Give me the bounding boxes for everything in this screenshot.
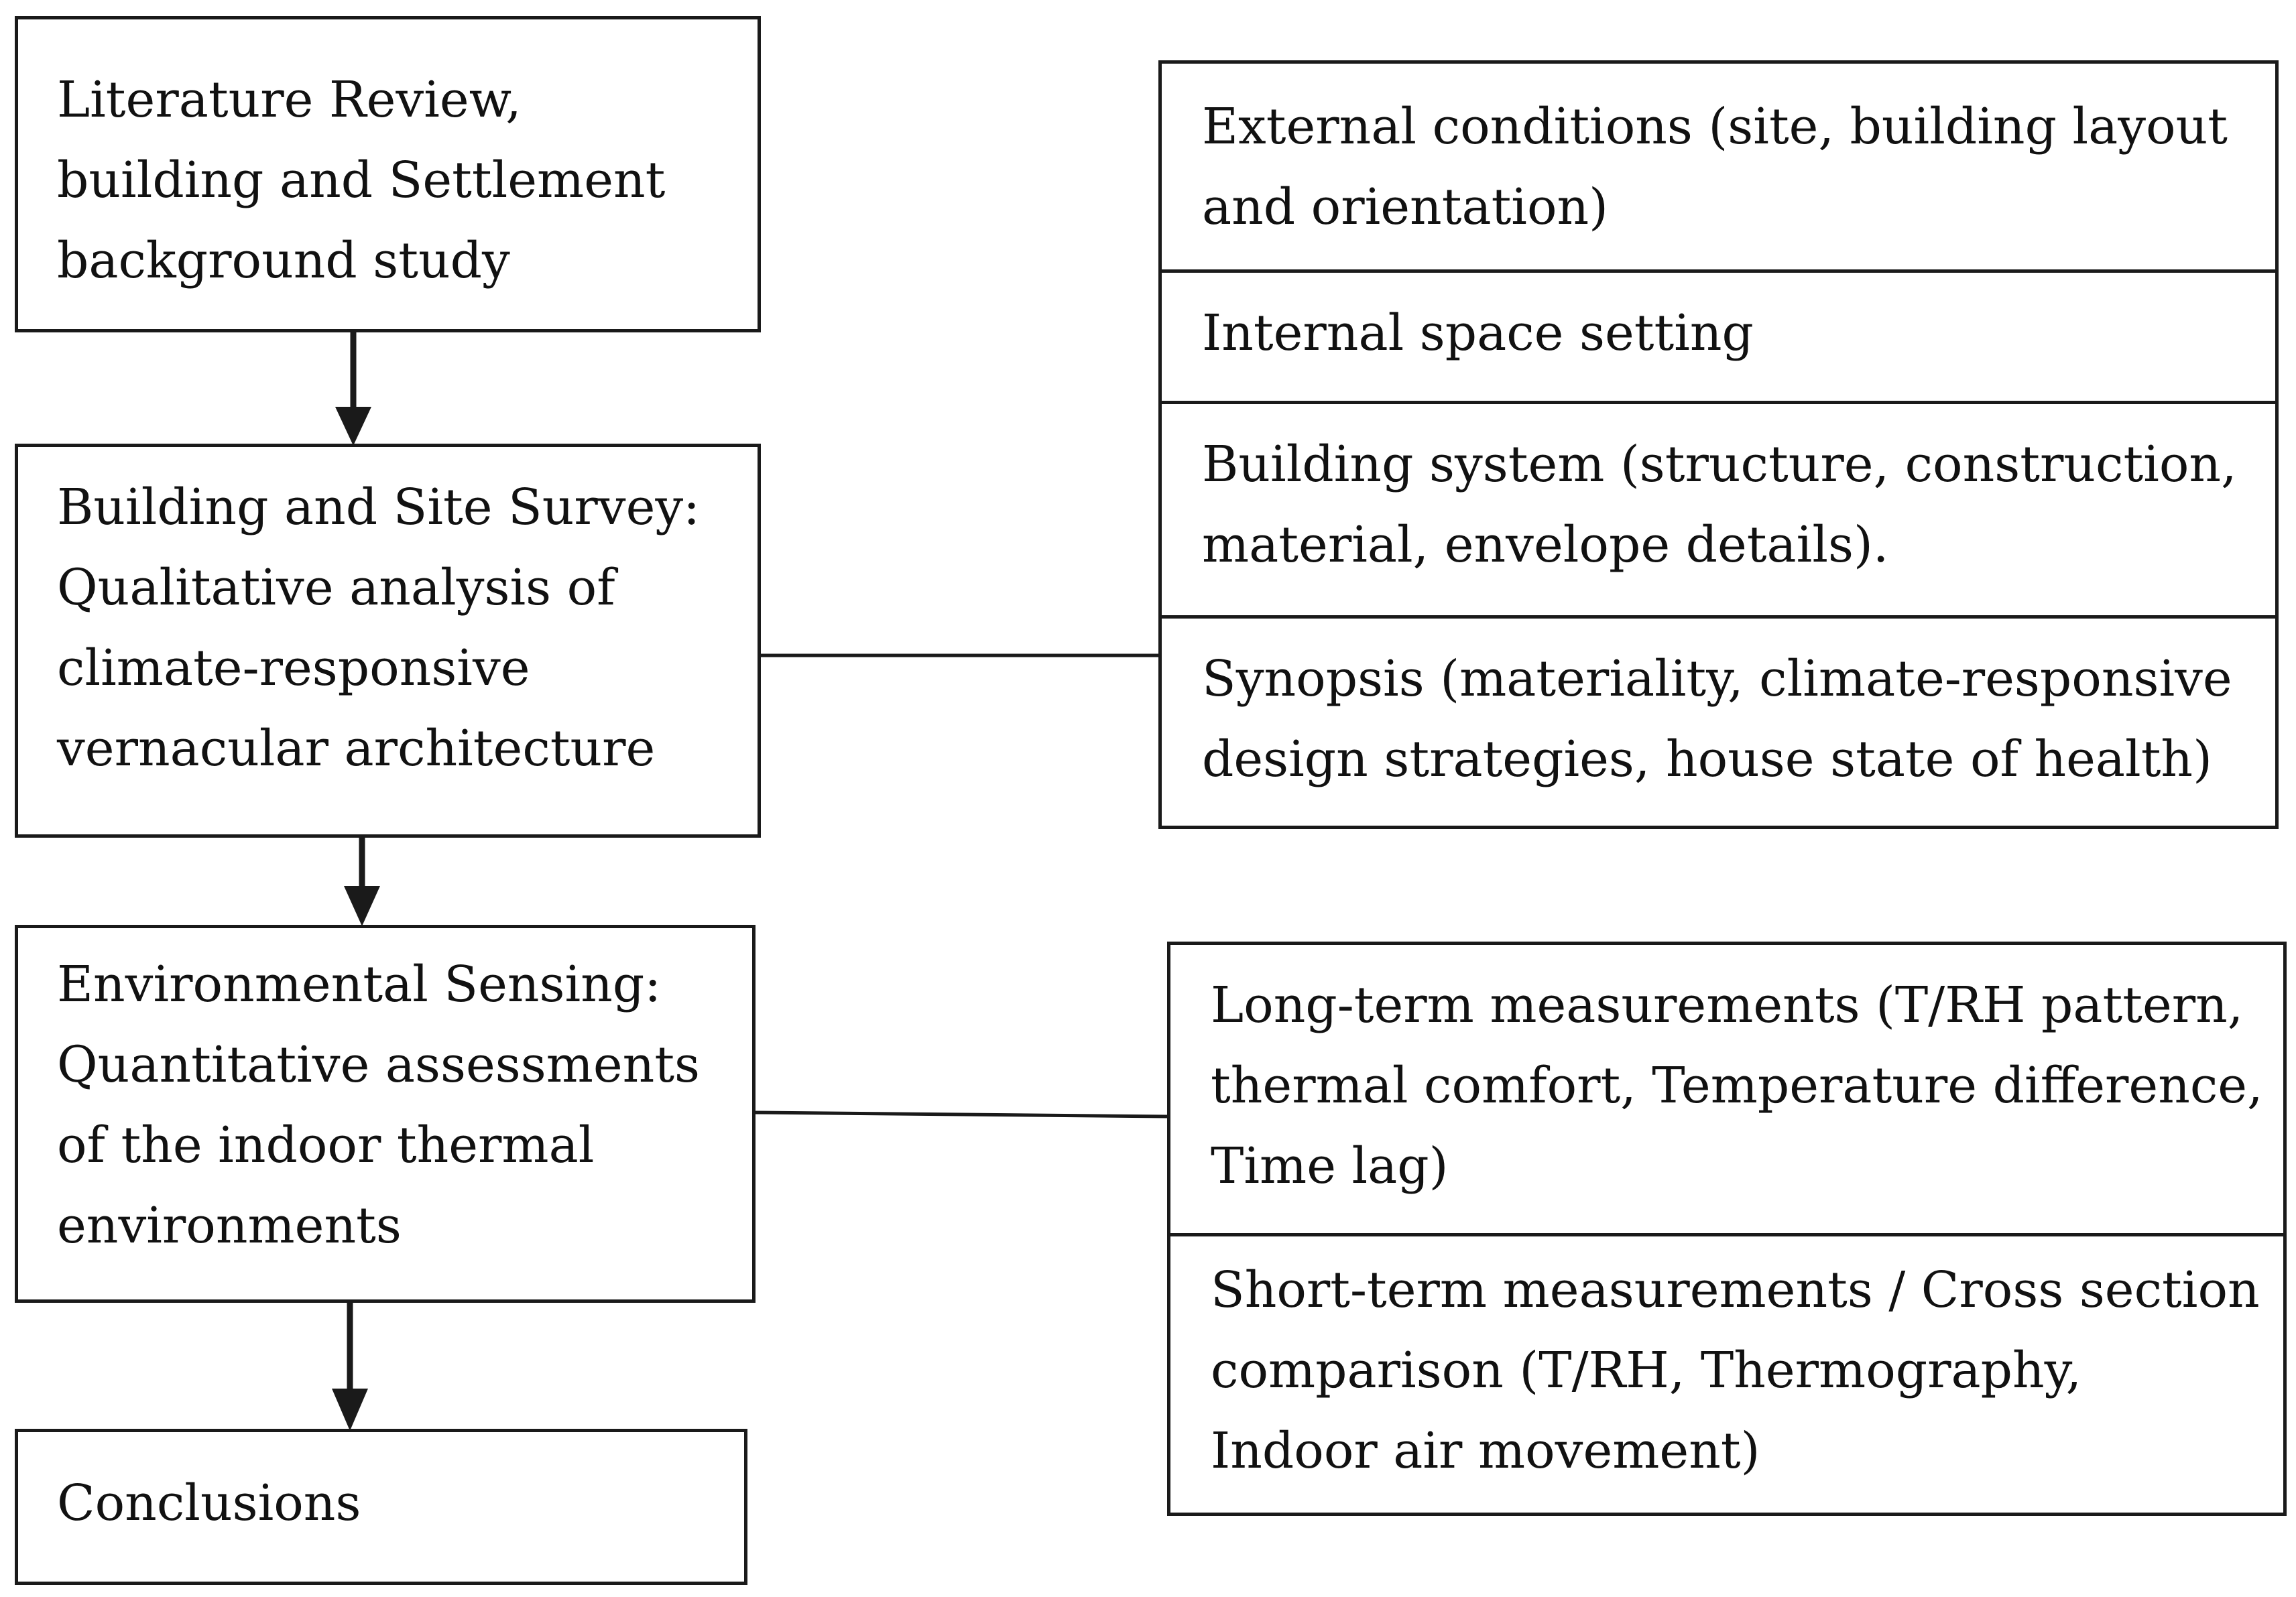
sensing-detail-long-term-text: Long-term measurements (T/RH pattern, th… [1211,976,2263,1195]
sensing-detail-long-term: Long-term measurements (T/RH pattern, th… [1170,945,2283,1233]
step-building-site-survey: Building and Site Survey: Qualitative an… [15,444,761,838]
step-conclusions: Conclusions [15,1429,747,1585]
step-literature-review-text: Literature Review, building and Settleme… [57,71,666,290]
survey-detail-building-system: Building system (structure, construction… [1162,401,2275,615]
arrow-sensing-to-conclusions [332,1301,368,1431]
arrow-literature-to-survey [335,330,371,446]
survey-detail-external-conditions: External conditions (site, building layo… [1162,64,2275,269]
step-building-site-survey-text: Building and Site Survey: Qualitative an… [57,478,701,777]
survey-detail-internal-space-text: Internal space setting [1202,304,1754,362]
survey-detail-external-conditions-text: External conditions (site, building layo… [1202,98,2228,236]
step-environmental-sensing-text: Environmental Sensing: Quantitative asse… [57,956,701,1255]
step-literature-review: Literature Review, building and Settleme… [15,16,761,332]
arrow-survey-to-sensing [344,836,380,926]
survey-detail-internal-space: Internal space setting [1162,269,2275,401]
step-environmental-sensing: Environmental Sensing: Quantitative asse… [15,925,756,1303]
sensing-detail-short-term-text: Short-term measurements / Cross section … [1211,1261,2260,1480]
survey-detail-building-system-text: Building system (structure, construction… [1202,436,2237,574]
survey-details-stack: External conditions (site, building layo… [1158,60,2279,829]
survey-detail-synopsis-text: Synopsis (materiality, climate-responsiv… [1202,650,2232,788]
step-conclusions-text: Conclusions [57,1474,361,1532]
connector-sensing-to-measurements [753,1110,1168,1119]
sensing-detail-short-term: Short-term measurements / Cross section … [1170,1233,2283,1513]
survey-detail-synopsis: Synopsis (materiality, climate-responsiv… [1162,615,2275,826]
sensing-details-stack: Long-term measurements (T/RH pattern, th… [1167,942,2287,1516]
